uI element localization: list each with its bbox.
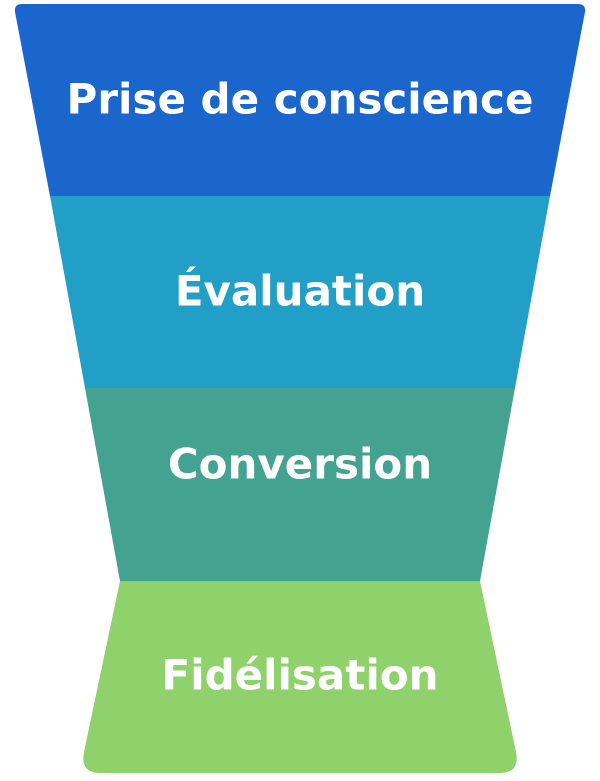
stage-conversion-band: [85, 388, 515, 581]
stage-loyalty-band: [83, 581, 517, 773]
stage-awareness-band: [14, 4, 586, 196]
stage-evaluation: Évaluation: [50, 196, 550, 388]
stage-loyalty: Fidélisation: [83, 581, 517, 773]
stage-awareness-label: Prise de conscience: [67, 75, 534, 124]
stage-awareness: Prise de conscience: [14, 4, 586, 196]
stage-evaluation-band: [50, 196, 550, 388]
stage-evaluation-label: Évaluation: [175, 266, 425, 316]
stage-conversion: Conversion: [85, 388, 515, 581]
stage-loyalty-label: Fidélisation: [162, 651, 439, 700]
stage-conversion-label: Conversion: [168, 440, 432, 489]
